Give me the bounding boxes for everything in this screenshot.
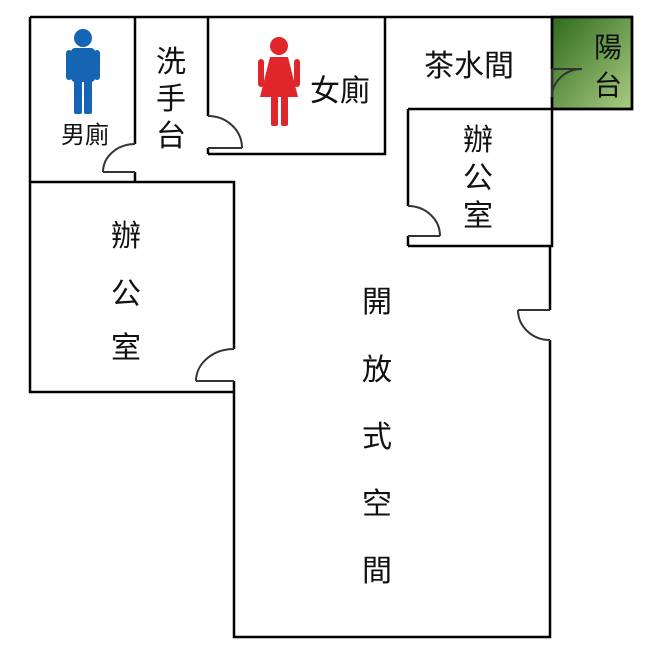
- svg-text:開: 開: [362, 285, 392, 320]
- svg-text:陽: 陽: [594, 31, 622, 64]
- door-left-office: [195, 348, 235, 382]
- male-person-icon: [66, 29, 100, 114]
- door-washbasin: [207, 115, 243, 149]
- door-right-office: [407, 205, 441, 237]
- svg-text:空: 空: [362, 487, 392, 522]
- svg-text:辦: 辦: [111, 219, 141, 254]
- svg-text:公: 公: [463, 161, 493, 196]
- svg-text:放: 放: [362, 353, 392, 388]
- label-womens-toilet: 女廁: [310, 74, 370, 109]
- svg-text:公: 公: [111, 277, 141, 312]
- svg-text:洗: 洗: [156, 45, 186, 80]
- svg-text:辦: 辦: [463, 123, 493, 158]
- svg-text:台: 台: [156, 119, 186, 154]
- label-mens-toilet: 男廁: [61, 121, 109, 149]
- door-mens-toilet: [102, 143, 136, 173]
- svg-text:室: 室: [111, 331, 141, 366]
- svg-text:手: 手: [156, 82, 186, 117]
- door-open-space: [517, 309, 551, 341]
- label-balcony: 陽 台: [594, 31, 622, 102]
- label-open-space: 開 放 式 空 間: [362, 285, 392, 589]
- svg-text:間: 間: [362, 554, 392, 589]
- svg-text:式: 式: [362, 420, 392, 455]
- label-office-left: 辦 公 室: [111, 219, 141, 366]
- female-person-icon: [258, 37, 300, 126]
- door-balcony: [551, 68, 583, 98]
- label-office-right: 辦 公 室: [463, 123, 493, 234]
- svg-text:室: 室: [463, 199, 493, 234]
- walls: [28, 15, 634, 639]
- label-pantry: 茶水間: [424, 49, 514, 84]
- svg-text:台: 台: [594, 69, 622, 102]
- label-washbasin: 洗 手 台: [156, 45, 186, 154]
